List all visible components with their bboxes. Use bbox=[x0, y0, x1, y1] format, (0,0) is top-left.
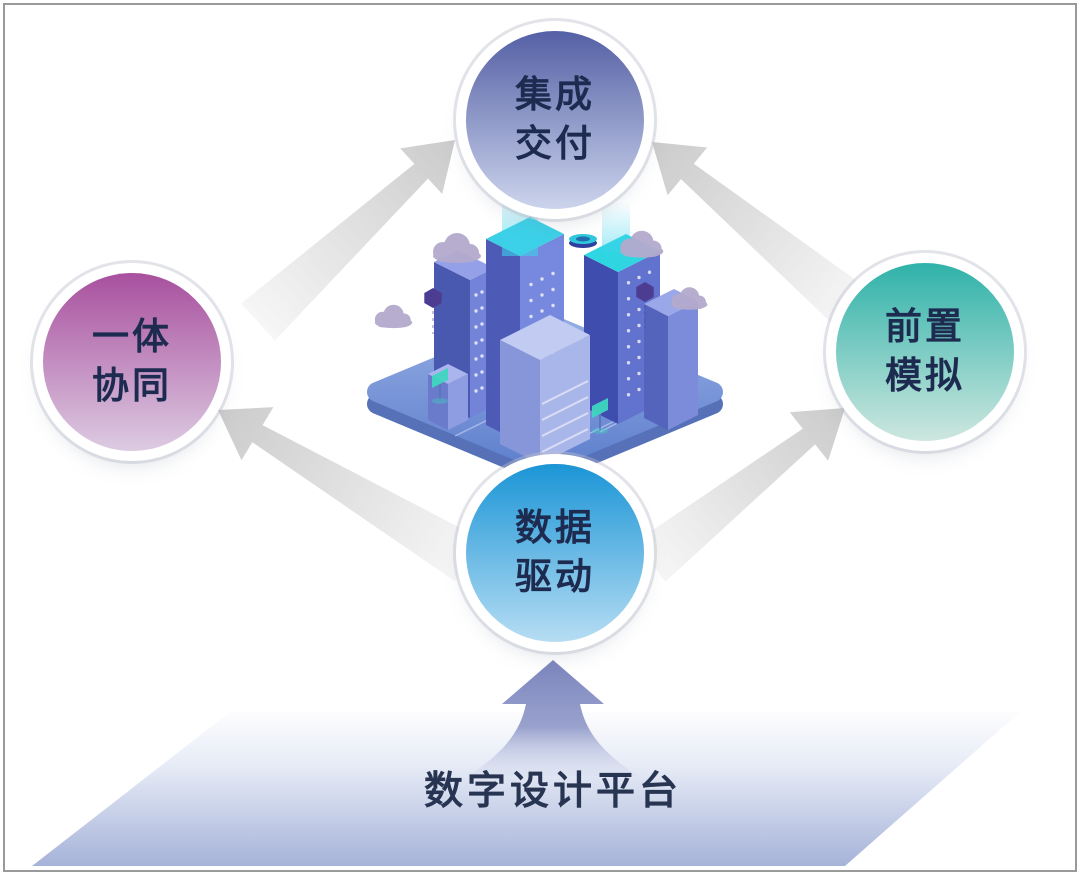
arrow-left-to-top bbox=[241, 140, 455, 341]
arrow-right-to-top bbox=[652, 142, 868, 328]
arrow-data-to-left bbox=[218, 407, 481, 582]
node-data-driven: 数据 驱动 bbox=[466, 464, 644, 642]
cloud-icon bbox=[433, 233, 481, 263]
node-label-line: 一体 bbox=[92, 316, 172, 358]
node-label-line: 前置 bbox=[885, 306, 965, 348]
hexagon-icon bbox=[636, 282, 654, 328]
arrow-data-to-right bbox=[634, 408, 845, 582]
node-integrated-delivery: 集成 交付 bbox=[466, 31, 644, 209]
node-label-line: 驱动 bbox=[515, 556, 595, 597]
hexagon-icon bbox=[424, 288, 442, 334]
node-label-line: 数据 bbox=[515, 507, 595, 549]
flow-arrows bbox=[218, 140, 868, 582]
node-label-line: 协同 bbox=[92, 365, 172, 406]
smart-city-illustration bbox=[367, 184, 723, 484]
platform-title: 数字设计平台 bbox=[423, 770, 682, 813]
node-label-line: 集成 bbox=[515, 74, 595, 116]
node-label-line: 模拟 bbox=[885, 355, 965, 396]
cloud-icon bbox=[620, 230, 664, 258]
node-label-line: 交付 bbox=[515, 123, 595, 164]
up-arrow-icon bbox=[468, 660, 638, 776]
cloud-icon bbox=[671, 287, 708, 310]
cloud-icon bbox=[374, 304, 413, 329]
node-front-simulation: 前置 模拟 bbox=[836, 263, 1014, 441]
node-integrated-collaboration: 一体 协同 bbox=[43, 273, 221, 451]
digital-platform-shape bbox=[32, 712, 1020, 866]
